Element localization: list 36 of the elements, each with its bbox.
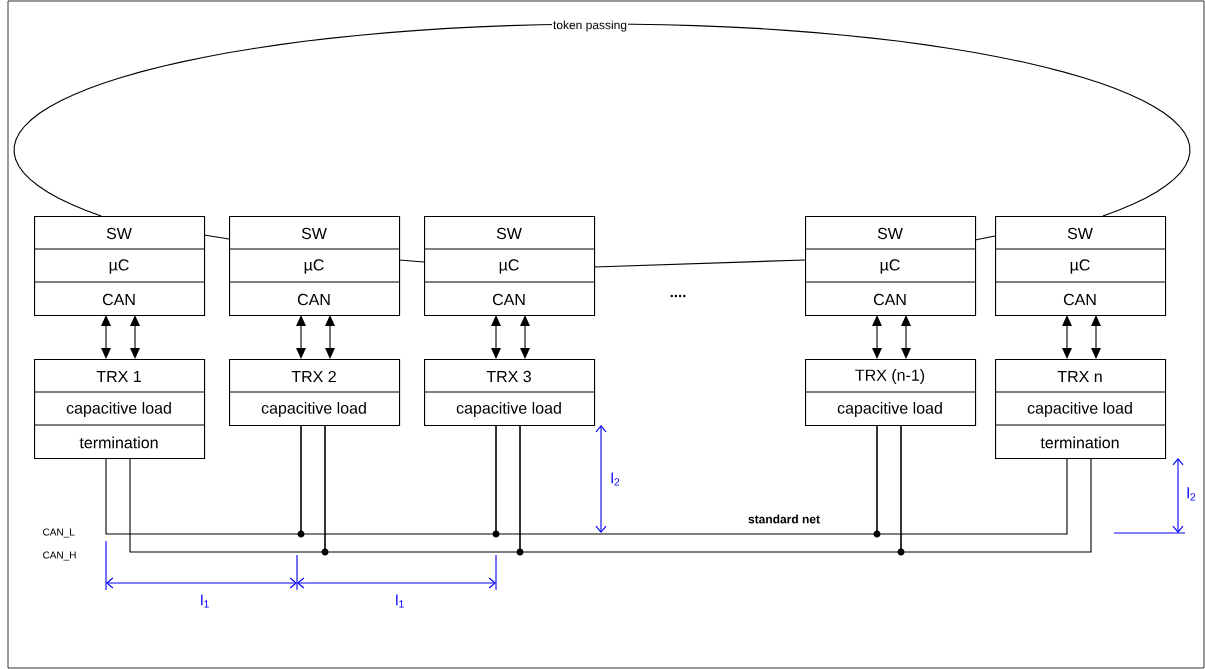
edge-label: token passing (552, 19, 629, 33)
signal-name: CAN_L (43, 528, 75, 538)
wire (900, 424, 1092, 553)
wire (974, 235, 996, 241)
double-arrow (1091, 315, 1101, 359)
stack-box: SW µC CAN (33, 216, 206, 317)
wire (593, 259, 806, 268)
stack-box: TRX 1 capacitive load termination (33, 359, 206, 460)
dimension-label: l$_{2}$ (1187, 487, 1196, 501)
double-arrow (901, 315, 911, 359)
token-ring-line (13, 23, 1191, 217)
stack-box: SW µC CAN (228, 216, 401, 317)
double-arrow (1062, 315, 1072, 359)
double-arrow (872, 315, 882, 359)
stack-box: SW µC CAN (994, 216, 1167, 317)
stack-box: TRX 3 capacitive load (423, 359, 596, 427)
double-arrow (296, 315, 306, 359)
ellipsis: .... (670, 294, 686, 298)
wire (203, 234, 230, 240)
wire (398, 259, 425, 263)
double-arrow (325, 315, 335, 359)
double-arrow (491, 315, 501, 359)
wire (876, 424, 1068, 535)
dimension-label: l$_{2}$ (611, 472, 620, 486)
stack-box: TRX 2 capacitive load (228, 359, 401, 427)
double-arrow (101, 315, 111, 359)
stack-box: SW µC CAN (423, 216, 596, 317)
double-arrow (520, 315, 530, 359)
double-arrow (130, 315, 140, 359)
stack-box: TRX (n-1) capacitive load (804, 359, 977, 427)
signal-name: CAN_H (43, 551, 76, 561)
stack-box: TRX n capacitive load termination (994, 359, 1167, 460)
dimension-label: l$_{1}$ (396, 594, 404, 608)
dimension-label: l$_{1}$ (201, 594, 209, 608)
bus-label: standard net (748, 514, 820, 524)
stack-box: SW µC CAN (804, 216, 977, 317)
